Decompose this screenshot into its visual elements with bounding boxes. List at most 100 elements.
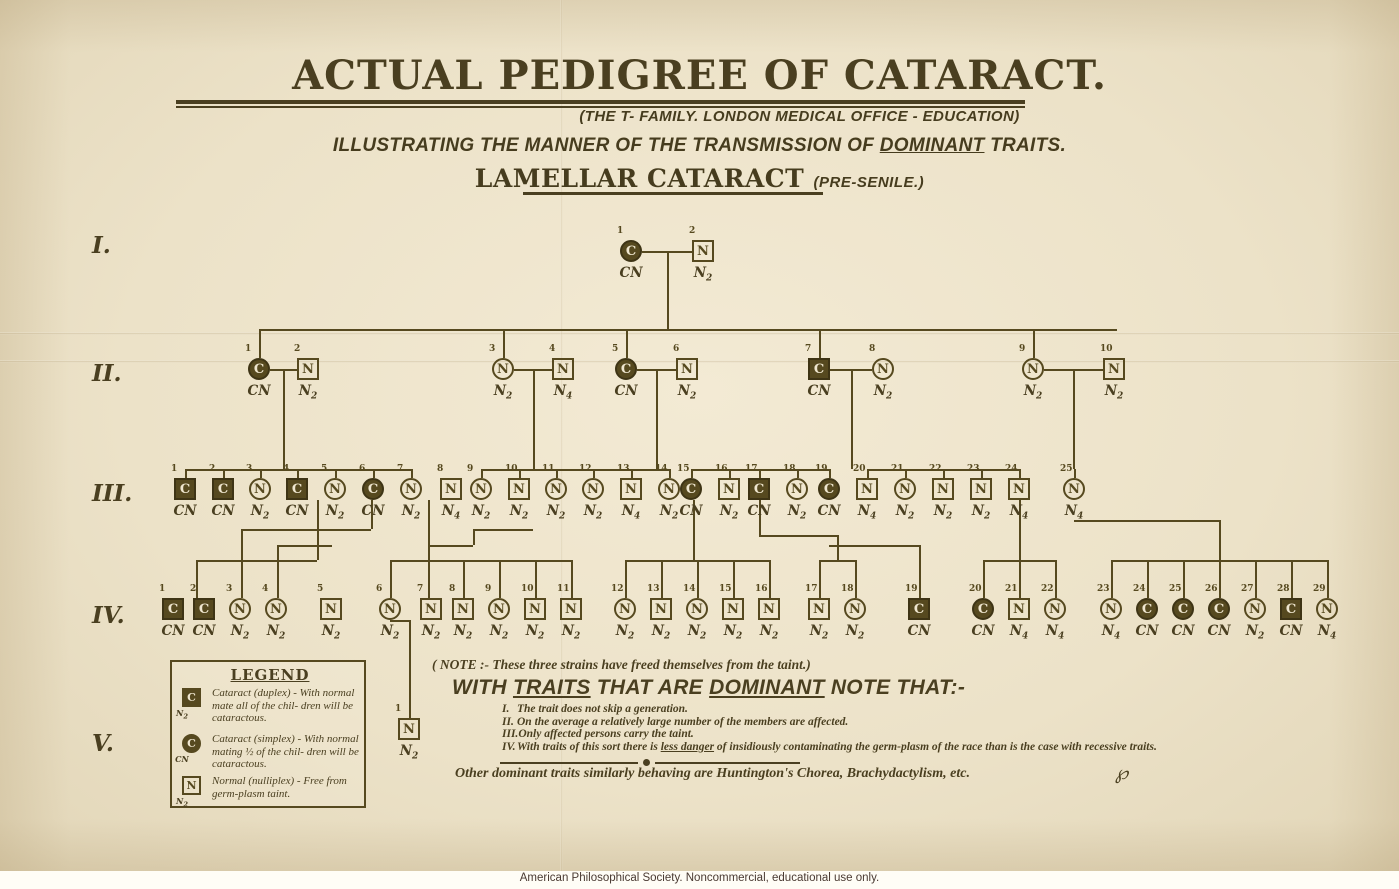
member-symbol-male-normal: N [1008, 478, 1030, 500]
notes-heading-dominant: DOMINANT [709, 676, 825, 699]
member-genotype: N2 [493, 383, 513, 402]
title-underline-thin [176, 106, 1025, 108]
member-genotype: N2 [509, 503, 529, 522]
member-symbol-male-normal: N [650, 598, 672, 620]
member-index: 13 [617, 464, 630, 474]
member-index: 1 [245, 344, 252, 354]
member-index: 6 [376, 584, 383, 594]
connector-vertical [1033, 329, 1036, 358]
connector-vertical [1219, 560, 1222, 598]
member-index: 22 [1041, 584, 1054, 594]
member-index: 12 [611, 584, 624, 594]
member-genotype: N2 [525, 623, 545, 642]
member-genotype: N2 [895, 503, 915, 522]
legend-symbol-genotype-3: N2 [176, 796, 188, 809]
member-symbol-female-normal: N [872, 358, 894, 380]
member-symbol-female-affected: C [1136, 598, 1158, 620]
connector-vertical [829, 469, 832, 478]
member-index: 2 [209, 464, 216, 474]
connector-vertical [277, 545, 280, 598]
member-genotype: N4 [857, 503, 877, 522]
member-index: 12 [579, 464, 592, 474]
member-genotype: N2 [230, 623, 250, 642]
note-numeral: IV. [502, 740, 516, 753]
member-symbol-female-normal: N [1022, 358, 1044, 380]
connector-vertical [667, 251, 670, 329]
member-genotype: N2 [298, 383, 318, 402]
subtitle-illustrating: ILLUSTRATING THE MANNER OF THE TRANSMISS… [0, 135, 1399, 157]
member-symbol-female-normal: N [786, 478, 808, 500]
member-genotype: N4 [441, 503, 461, 522]
connector-vertical [283, 369, 286, 469]
member-symbol-female-affected: C [972, 598, 994, 620]
